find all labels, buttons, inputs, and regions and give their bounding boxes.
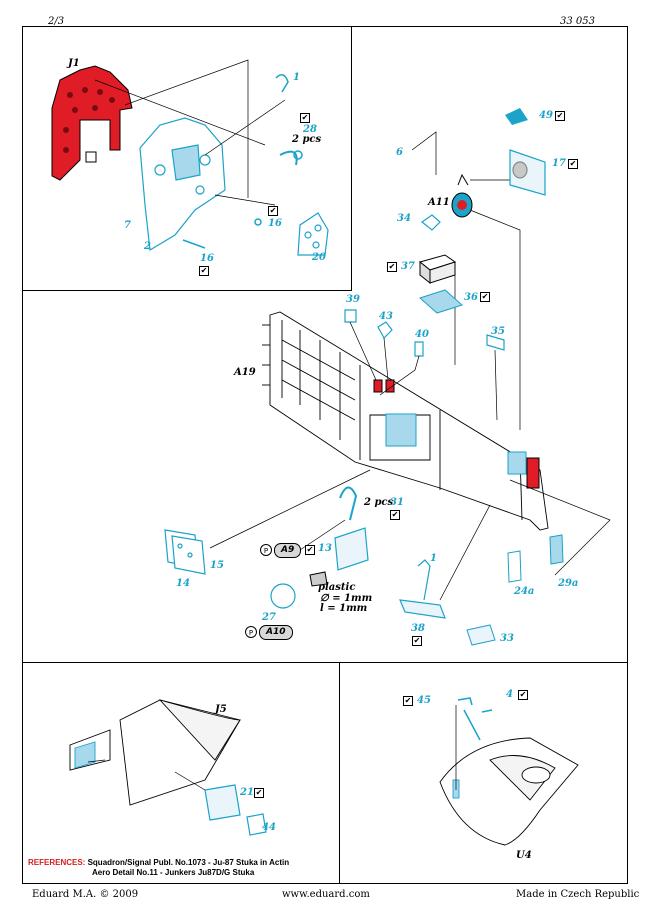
label-part-33: 33	[500, 633, 514, 644]
label-a11: A11	[428, 197, 450, 208]
checkbox-part-37: ✔	[387, 262, 397, 272]
catalog-number: 33 053	[560, 16, 595, 27]
part-38	[399, 559, 446, 619]
label-u4: U4	[516, 850, 532, 861]
label-a19: A19	[234, 367, 256, 378]
checkbox-part-28: ✔	[300, 113, 310, 123]
label-part-37: 37	[401, 261, 415, 272]
checkbox-part-13: ✔	[305, 545, 315, 555]
checkbox-part-49: ✔	[555, 111, 565, 121]
checkbox-part-16b: ✔	[199, 266, 209, 276]
label-plastic: plastic	[318, 582, 356, 593]
label-part-14: 14	[176, 578, 190, 589]
footer-url[interactable]: www.eduard.com	[282, 889, 370, 900]
label-part-17: 17	[552, 158, 566, 169]
label-part-13: 13	[318, 543, 332, 554]
part-20	[297, 212, 329, 256]
divider-step1-v	[351, 26, 352, 291]
checkbox-part-31: ✔	[390, 510, 400, 520]
label-part-35: 35	[491, 326, 505, 337]
label-part-15: 15	[210, 560, 224, 571]
label-part-16b: 16	[200, 253, 214, 264]
label-part-27: 27	[262, 612, 276, 623]
plastic-part-icon-2: P	[245, 626, 257, 638]
plastic-part-a10: A10	[259, 625, 293, 640]
references-line1: Squadron/Signal Publ. No.1073 - Ju-87 St…	[87, 858, 290, 867]
label-diameter: ∅ = 1mm	[320, 593, 373, 604]
label-part-1b: 1	[430, 553, 437, 564]
instruction-frame	[22, 26, 628, 884]
part-15-14	[164, 529, 206, 575]
footer-copyright: Eduard M.A. © 2009	[32, 889, 139, 900]
label-part-43: 43	[379, 311, 393, 322]
part-u4	[439, 737, 579, 846]
label-part-1a: 1	[293, 72, 300, 83]
divider-step1	[22, 290, 352, 291]
references: REFERENCES: Squadron/Signal Publ. No.107…	[28, 858, 289, 878]
fuselage-a19	[262, 311, 549, 531]
label-part-6: 6	[396, 147, 403, 158]
part-37	[418, 254, 457, 285]
label-part-45: 45	[417, 695, 431, 706]
part-j5	[69, 699, 241, 806]
label-part-39: 39	[346, 294, 360, 305]
checkbox-part-4: ✔	[518, 690, 528, 700]
footer-origin: Made in Czech Republic	[516, 889, 640, 900]
label-part-24a: 24a	[514, 586, 535, 597]
references-title: REFERENCES:	[28, 858, 86, 867]
checkbox-part-36: ✔	[480, 292, 490, 302]
label-part-44: 44	[262, 822, 276, 833]
label-part-7: 7	[124, 220, 131, 231]
page-number: 2/3	[48, 16, 65, 27]
label-part-40: 40	[415, 329, 429, 340]
checkbox-part-38: ✔	[412, 636, 422, 646]
label-part-4: 4	[506, 689, 513, 700]
divider-bottom-v	[339, 662, 340, 884]
label-part-21: 21	[240, 787, 254, 798]
label-part-2: 2	[144, 241, 151, 252]
panel-j1-red	[51, 65, 133, 181]
label-part-28: 28	[303, 124, 317, 135]
plastic-part-a9: A9	[274, 543, 302, 558]
label-part-31: 31	[390, 497, 404, 508]
references-line2: Aero Detail No.11 - Junkers Ju87D/G Stuk…	[92, 868, 255, 877]
label-j5: J5	[215, 704, 227, 715]
label-part-34: 34	[397, 213, 411, 224]
part-13	[334, 527, 369, 571]
label-j1: J1	[68, 58, 80, 69]
part-17	[509, 149, 546, 196]
label-part-49: 49	[539, 110, 553, 121]
divider-bottom	[22, 662, 628, 663]
panel-7-brass	[139, 117, 226, 251]
plastic-part-icon: P	[260, 544, 272, 556]
checkbox-part-21: ✔	[254, 788, 264, 798]
label-part-20: 20	[312, 252, 326, 263]
label-part-16a: 16	[268, 218, 282, 229]
checkbox-part-45: ✔	[403, 696, 413, 706]
label-2pcs-b: 2 pcs	[364, 497, 394, 508]
label-part-29a: 29a	[558, 578, 579, 589]
label-part-38: 38	[411, 623, 425, 634]
checkbox-part-16a: ✔	[268, 206, 278, 216]
part-a11	[451, 173, 473, 218]
label-2pcs-a: 2 pcs	[292, 134, 322, 145]
label-length: l = 1mm	[320, 603, 368, 614]
label-part-36: 36	[464, 292, 478, 303]
checkbox-part-17: ✔	[568, 159, 578, 169]
